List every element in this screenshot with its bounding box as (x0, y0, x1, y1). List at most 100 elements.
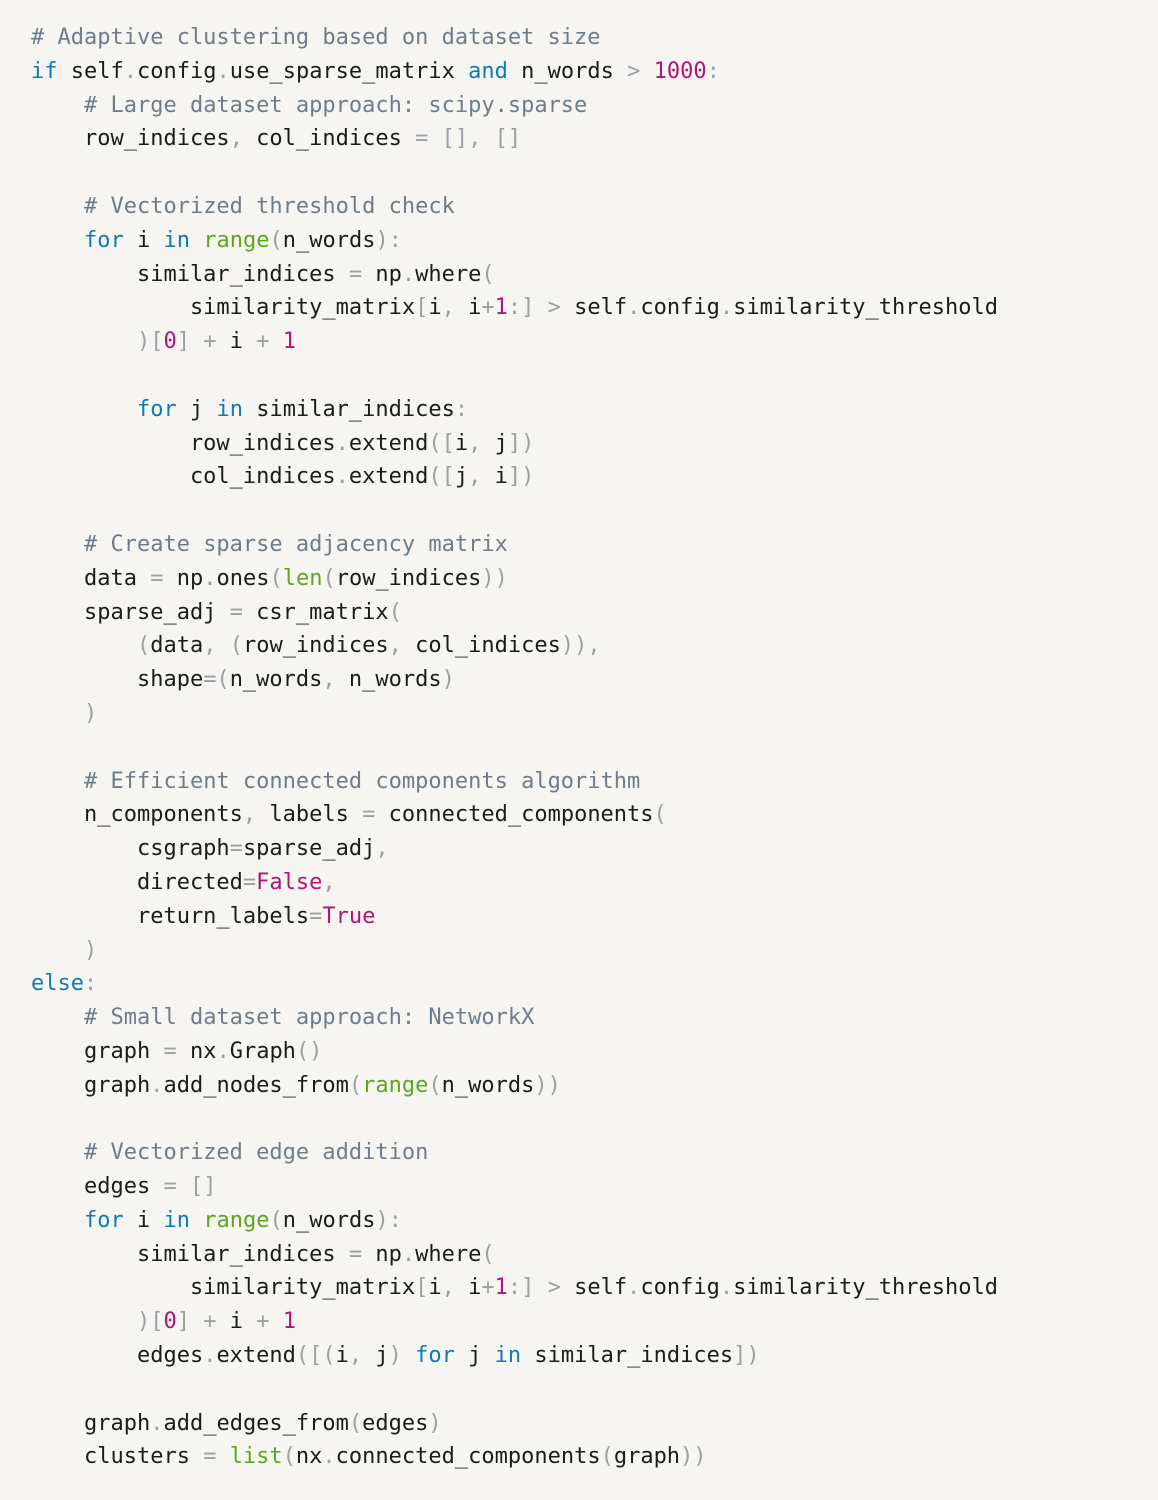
punctuation-token: :] (507, 295, 535, 321)
code-line: data = np.ones(len(row_indices)) (31, 562, 1158, 596)
punctuation-token: = (229, 836, 243, 862)
comment-token: # Create sparse adjacency matrix (83, 531, 508, 557)
punctuation-token: . (216, 58, 230, 84)
punctuation-token: . (203, 1343, 217, 1369)
code-token: i (428, 295, 442, 321)
code-token: similarity_threshold (733, 1275, 998, 1301)
code-token: i (428, 1275, 442, 1301)
code-token: j (362, 1343, 389, 1369)
punctuation-token: ( (269, 1207, 283, 1233)
code-token: clusters (31, 1444, 204, 1470)
punctuation-token: ([( (295, 1343, 336, 1369)
blank-line (31, 731, 1158, 765)
code-token: n_components (31, 802, 243, 828)
code-token (428, 126, 441, 151)
code-token: use_sparse_matrix (229, 58, 469, 84)
builtin-token: range (203, 1207, 270, 1233)
code-token (31, 1208, 84, 1233)
code-line: # Vectorized edge addition (31, 1136, 1158, 1170)
punctuation-token: , (375, 836, 389, 862)
code-token: self (57, 58, 124, 84)
keyword-token: in (494, 1343, 522, 1369)
code-token (640, 59, 653, 84)
code-token: similarity_matrix (31, 1275, 416, 1301)
code-token: n_words (229, 667, 323, 693)
code-token: np (163, 565, 204, 591)
builtin-token: range (362, 1072, 429, 1098)
punctuation-token: ) (388, 1343, 402, 1369)
code-line: if self.config.use_sparse_matrix and n_w… (31, 55, 1158, 89)
code-token: nx (295, 1444, 323, 1470)
punctuation-token: > (547, 1275, 561, 1301)
punctuation-token: ) (83, 937, 98, 963)
keyword-token: for (415, 1343, 455, 1369)
punctuation-token: ( (481, 1241, 495, 1267)
punctuation-token: = (309, 903, 323, 929)
code-line: edges.extend([(i, j) for j in similar_in… (31, 1339, 1158, 1373)
code-token: where (415, 1241, 482, 1267)
punctuation-token: ([ (428, 464, 455, 490)
code-token (534, 295, 547, 320)
code-token: self (560, 1275, 628, 1301)
code-token (31, 1005, 84, 1030)
punctuation-token: :] (507, 1275, 535, 1301)
code-line: graph.add_nodes_from(range(n_words)) (31, 1069, 1158, 1103)
code-token: extend (216, 1343, 296, 1369)
punctuation-token: . (335, 464, 349, 490)
literal-token: 1000 (653, 58, 707, 84)
code-token: labels (256, 802, 363, 828)
punctuation-token: . (627, 295, 641, 321)
code-line: similar_indices = np.where( (31, 1238, 1158, 1272)
punctuation-token: , (242, 802, 257, 828)
punctuation-token: , (322, 667, 336, 693)
code-token: similarity_threshold (733, 295, 998, 321)
literal-token: 1 (494, 295, 508, 321)
punctuation-token: . (401, 261, 416, 287)
punctuation-token: . (401, 1241, 416, 1267)
literal-token: True (322, 903, 376, 929)
code-line: )[0] + i + 1 (31, 325, 1158, 359)
code-token: graph (31, 1038, 164, 1064)
punctuation-token: . (150, 1072, 164, 1098)
code-token: j (481, 430, 508, 456)
code-line: for i in range(n_words): (31, 1204, 1158, 1238)
punctuation-token: . (123, 58, 137, 84)
keyword-token: for (83, 1207, 124, 1233)
punctuation-token: ( (481, 261, 495, 287)
punctuation-token: , (468, 430, 482, 456)
punctuation-token: . (719, 295, 734, 321)
literal-token: 1 (282, 1309, 296, 1335)
code-token (31, 633, 137, 658)
code-token: col_indices (242, 126, 416, 152)
punctuation-token: ( (229, 633, 243, 659)
punctuation-token: . (335, 430, 349, 456)
code-token (216, 633, 229, 658)
code-line: # Adaptive clustering based on dataset s… (31, 21, 1158, 55)
blank-line (31, 156, 1158, 190)
code-token: graph (613, 1444, 681, 1470)
punctuation-token: ( (653, 802, 667, 828)
code-token: add_edges_from (163, 1410, 349, 1436)
code-line: else: (31, 967, 1158, 1001)
blank-line (31, 359, 1158, 393)
code-token: config (640, 295, 720, 321)
punctuation-token: ] (176, 329, 190, 355)
code-token: col_indices (31, 464, 336, 490)
punctuation-token: [] (189, 1174, 217, 1200)
code-token: shape (31, 667, 204, 693)
code-token: n_words (441, 1072, 535, 1098)
punctuation-token: ): (375, 1207, 402, 1233)
code-token: connected_components (375, 802, 654, 828)
punctuation-token: + (256, 1309, 270, 1335)
code-token: edges (31, 1174, 164, 1200)
punctuation-token: ): (375, 227, 402, 253)
code-token: similar_indices (31, 1241, 349, 1267)
code-token: sparse_adj (31, 599, 230, 625)
punctuation-token: , (468, 464, 482, 490)
punctuation-token: = (362, 802, 376, 828)
code-line: # Large dataset approach: scipy.sparse (31, 89, 1158, 123)
punctuation-token: + (256, 329, 270, 355)
code-token (269, 1309, 282, 1334)
punctuation-token: [], (441, 126, 482, 152)
punctuation-token: ( (136, 633, 151, 659)
